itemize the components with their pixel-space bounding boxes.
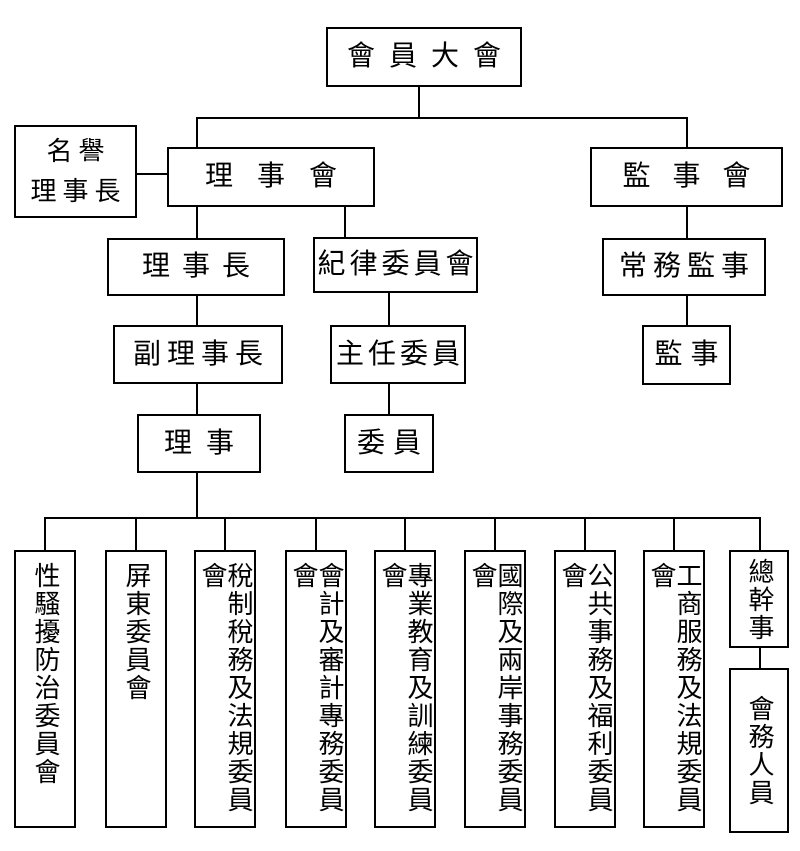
node-discipline-committee-label: 紀律委員會	[317, 249, 478, 280]
connector-stub-committee-5	[404, 517, 406, 550]
connector-to-board	[196, 117, 198, 147]
committee-label: 公共事務及福利委員會	[558, 562, 613, 814]
node-staff: 會務人員	[729, 668, 789, 833]
committee-label: 稅制稅務及法規委員會	[198, 562, 253, 814]
connector-stub-committee-1	[44, 517, 46, 550]
connector-discipline-chief	[388, 293, 390, 325]
committee-label: 性騷擾防治委員會	[31, 562, 60, 786]
node-discipline-committee: 紀律委員會	[313, 237, 478, 293]
connector-top-horizontal	[196, 117, 688, 119]
node-committee-international-cross-strait: 國際及兩岸事務委員會	[464, 550, 526, 828]
connector-supervisory-standing	[686, 207, 688, 238]
node-honorary-chairman-line2: 理事長	[30, 176, 127, 206]
connector-honorary-board	[137, 173, 167, 175]
connector-stub-committee-7	[584, 517, 586, 550]
node-director: 理事	[137, 414, 261, 473]
node-secretary-general-label: 總幹事	[745, 558, 774, 642]
node-committee-accounting-and-auditing: 會計及審計專務委員會	[285, 550, 347, 828]
committee-label: 屏東委員會	[122, 562, 151, 702]
node-staff-label: 會務人員	[745, 694, 774, 807]
node-supervisor-label: 監事	[654, 339, 727, 370]
node-honorary-chairman: 名譽 理事長	[14, 125, 137, 218]
node-standing-supervisor: 常務監事	[602, 238, 766, 296]
node-board-of-directors-label: 理事會	[204, 161, 361, 192]
connector-stub-committee-6	[494, 517, 496, 550]
connector-vice-director	[196, 384, 198, 414]
node-board-of-supervisors-label: 監事會	[622, 161, 773, 192]
connector-director-down	[196, 473, 198, 519]
connector-stub-committee-3	[224, 517, 226, 550]
node-committee-tax-system-and-regulations: 稅制稅務及法規委員會	[194, 550, 256, 828]
node-committee-industrial-commercial-services: 工商服務及法規委員會	[643, 550, 705, 828]
committee-label: 工商服務及法規委員會	[647, 562, 702, 814]
connector-chief-commissioner	[388, 384, 390, 414]
committee-label: 國際及兩岸事務委員會	[468, 562, 523, 814]
node-standing-supervisor-label: 常務監事	[618, 251, 755, 282]
connector-to-supervisory-board	[686, 117, 688, 147]
node-chairman-label: 理事長	[141, 251, 262, 282]
connector-stub-committee-2	[135, 517, 137, 550]
node-chief-commissioner: 主任委員	[330, 325, 466, 384]
node-committee-sexual-harassment-prevention: 性騷擾防治委員會	[14, 550, 76, 828]
node-committee-public-affairs-welfare: 公共事務及福利委員會	[554, 550, 616, 828]
node-committee-pingtung: 屏東委員會	[105, 550, 167, 828]
node-director-label: 理事	[163, 427, 248, 459]
node-vice-chairman-label: 副理事長	[132, 338, 269, 370]
connector-stub-secretary	[759, 517, 761, 550]
node-board-of-directors: 理事會	[167, 147, 375, 207]
node-chief-commissioner-label: 主任委員	[336, 338, 465, 370]
connector-stub-committee-4	[315, 517, 317, 550]
node-member-assembly-label: 會員大會	[346, 41, 515, 72]
connector-assembly-down	[418, 87, 420, 118]
node-board-of-supervisors: 監事會	[590, 147, 783, 207]
connector-secretary-staff	[759, 648, 761, 668]
connector-distribution-horizontal	[45, 517, 761, 519]
connector-stub-committee-8	[673, 517, 675, 550]
node-member-assembly: 會員大會	[326, 27, 522, 87]
node-secretary-general: 總幹事	[729, 550, 789, 648]
connector-board-chairman	[196, 207, 198, 238]
committee-label: 專業教育及訓練委員會	[378, 562, 433, 814]
connector-standing-supervisor	[686, 296, 688, 325]
node-chairman: 理事長	[107, 238, 285, 296]
node-honorary-chairman-line1: 名譽	[46, 136, 111, 166]
node-committee-professional-education-training: 專業教育及訓練委員會	[374, 550, 436, 828]
committee-label: 會計及審計專務委員會	[289, 562, 344, 814]
node-commissioner: 委員	[344, 414, 434, 473]
connector-chairman-vice	[196, 296, 198, 325]
node-supervisor: 監事	[642, 325, 731, 385]
node-commissioner-label: 委員	[356, 427, 429, 459]
node-vice-chairman: 副理事長	[113, 325, 283, 384]
connector-board-discipline	[344, 207, 346, 237]
